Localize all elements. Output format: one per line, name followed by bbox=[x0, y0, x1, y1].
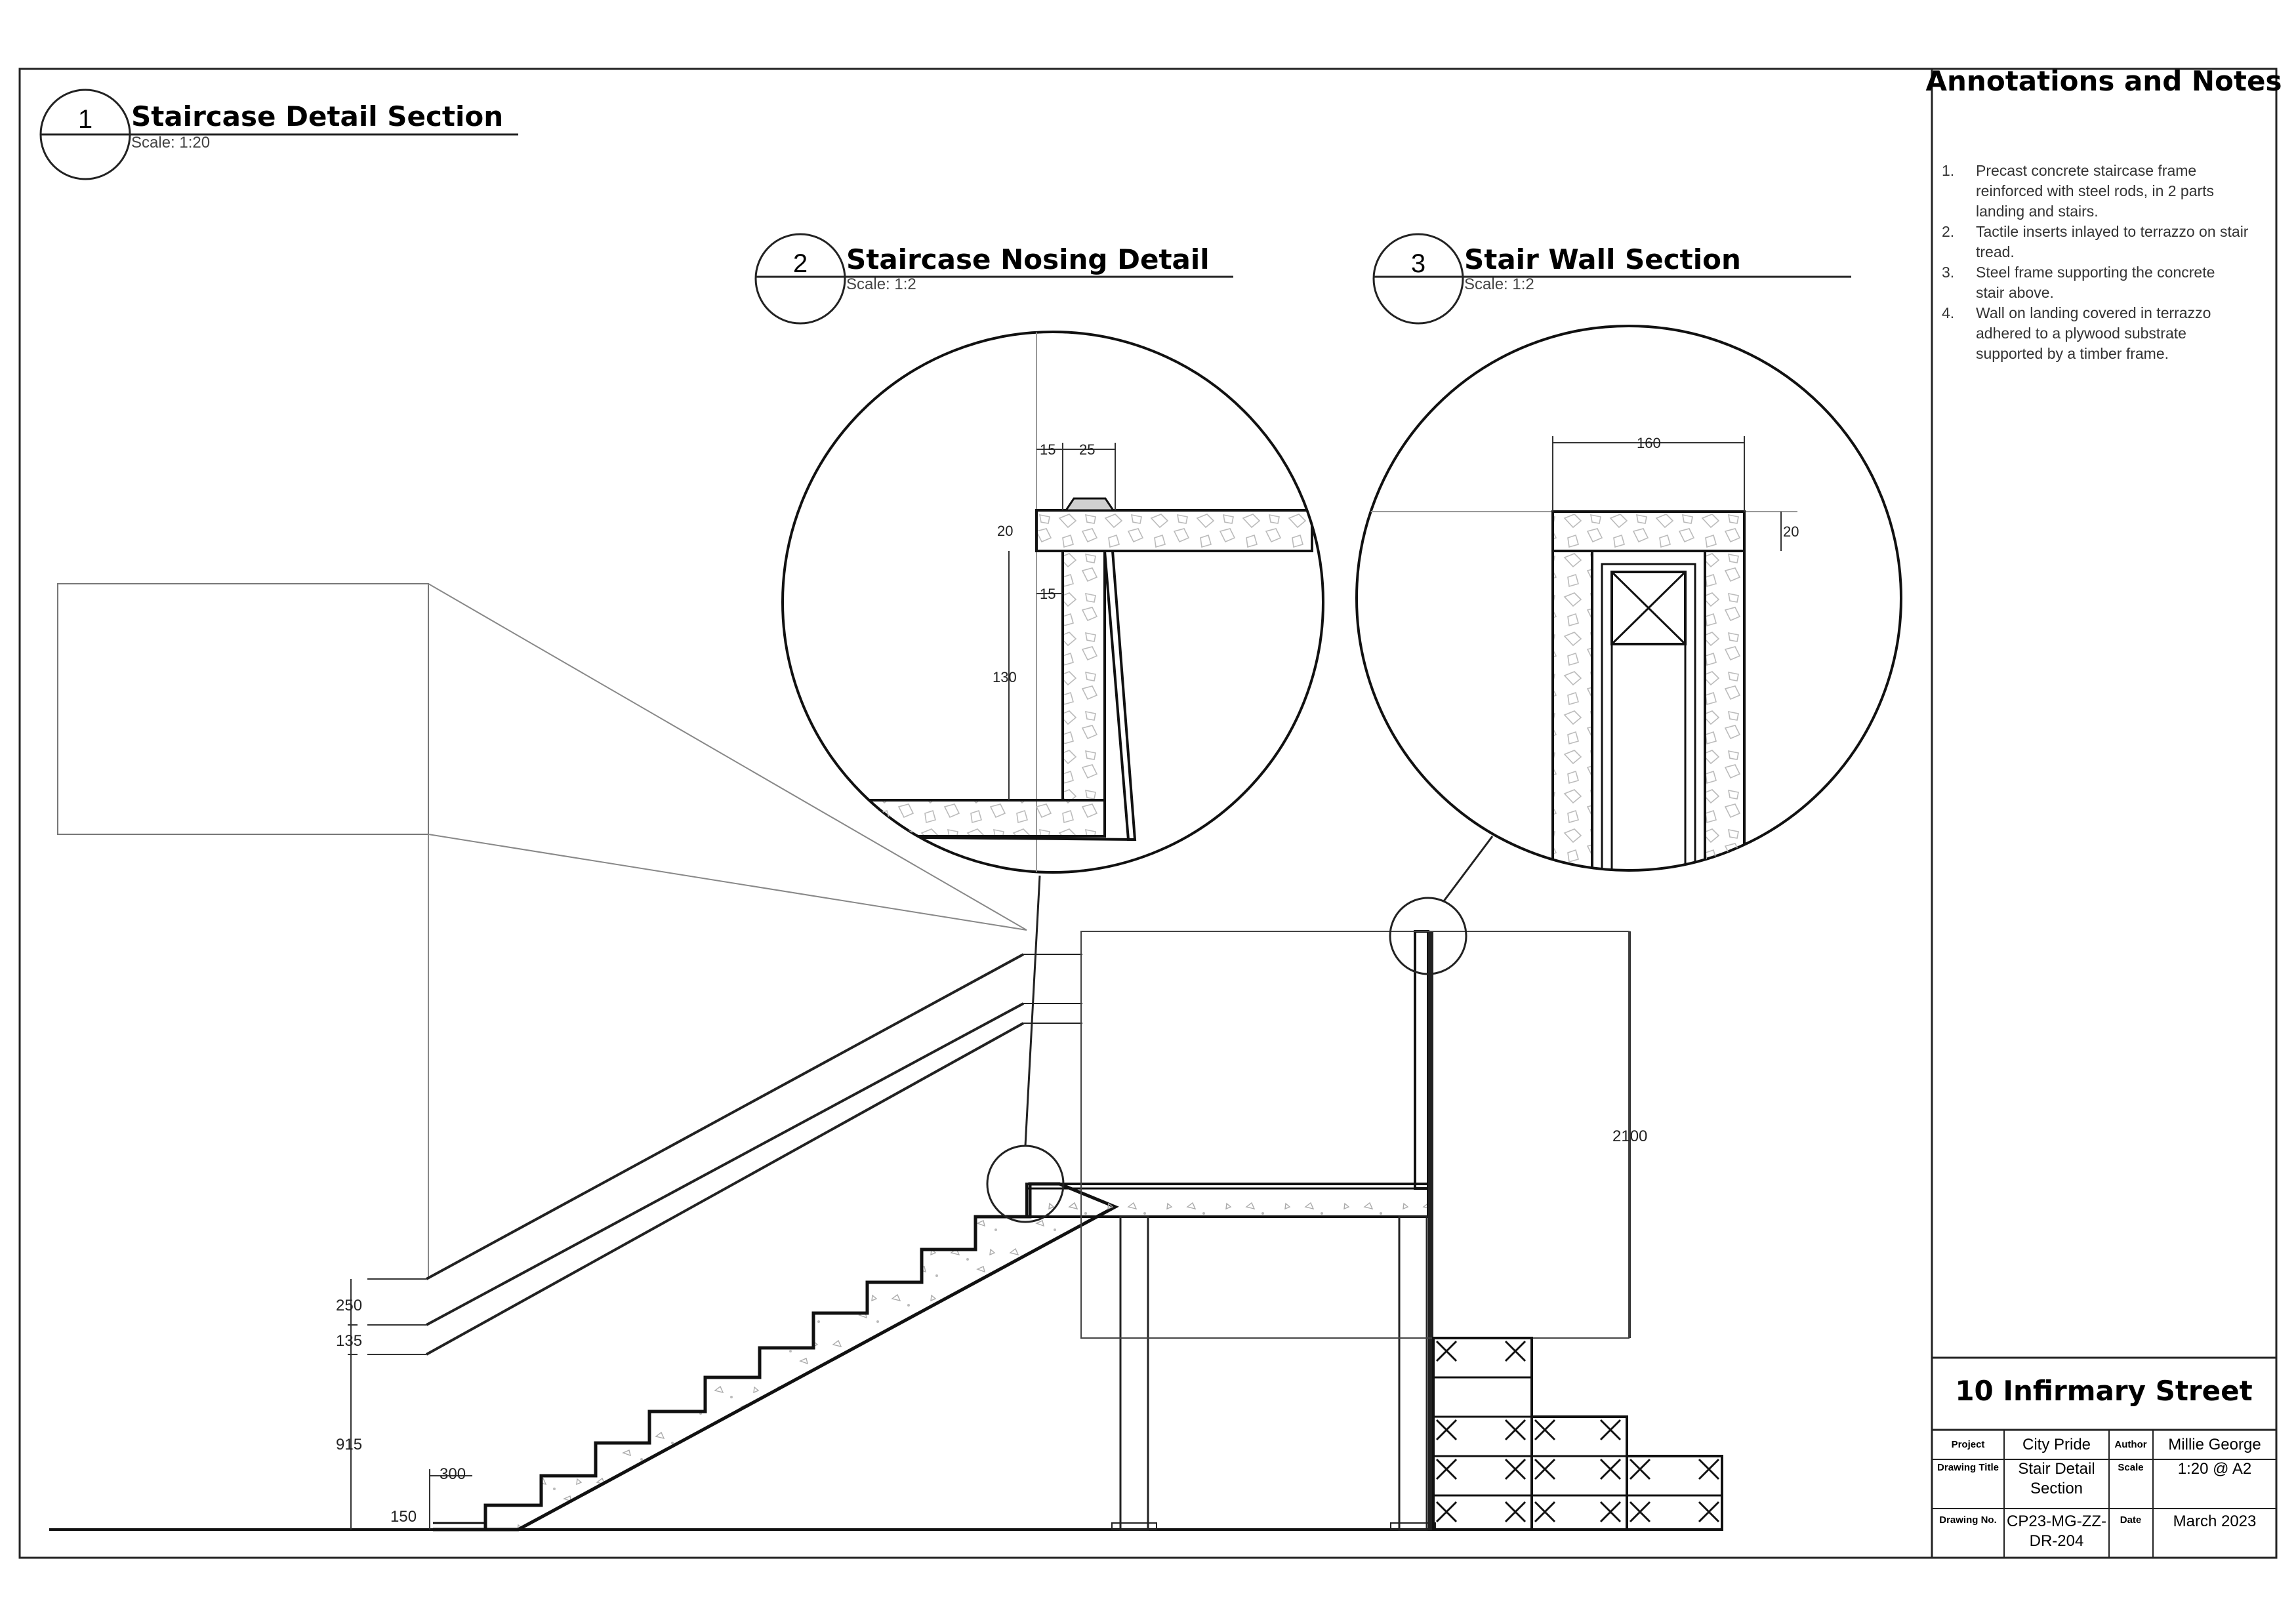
view-3-title: 3 Stair Wall Section Scale: 1:2 bbox=[1372, 233, 1851, 325]
note-number: 4. bbox=[1942, 304, 1954, 321]
view-1-title-text: Staircase Detail Section bbox=[131, 100, 503, 132]
note-line: reinforced with steel rods, in 2 parts bbox=[1976, 182, 2214, 199]
nosing-leader bbox=[1024, 875, 1041, 1147]
note-line: tread. bbox=[1976, 243, 2015, 260]
view-3-title-text: Stair Wall Section bbox=[1464, 243, 1741, 275]
dim-250: 250 bbox=[336, 1297, 362, 1314]
view-3-scale: Scale: 1:2 bbox=[1464, 275, 1534, 293]
door-opening-outline bbox=[1080, 931, 1630, 1339]
view-1-scale: Scale: 1:20 bbox=[131, 134, 210, 152]
notes-panel: Annotations and Notes 1. Precast concrete… bbox=[1926, 65, 2282, 362]
tb-date-label: Date bbox=[2120, 1514, 2142, 1526]
stair-flight bbox=[433, 1182, 1119, 1532]
tb-scale-label: Scale bbox=[2118, 1462, 2143, 1473]
dim-20-wall: 20 bbox=[1783, 523, 1799, 540]
note-line: adhered to a plywood substrate bbox=[1976, 325, 2186, 342]
project-name: 10 Infirmary Street bbox=[1955, 1375, 2252, 1407]
note-line: Precast concrete staircase frame bbox=[1976, 162, 2196, 179]
landing-wall bbox=[1080, 930, 1630, 1530]
sheet-border bbox=[18, 68, 2278, 1559]
wall-detail-circle: 160 20 bbox=[1355, 325, 1902, 872]
tb-drawing-no-2: DR-204 bbox=[2030, 1532, 2084, 1550]
title-block: 10 Infirmary Street Project City Pride A… bbox=[1931, 1375, 2278, 1559]
landing-slab bbox=[1025, 1183, 1429, 1218]
notes-list: 1. Precast concrete staircase frame reinfo… bbox=[1942, 162, 2249, 362]
tb-drawing-title-label: Drawing Title bbox=[1937, 1462, 1999, 1473]
dim-135: 135 bbox=[336, 1332, 362, 1350]
note-line: landing and stairs. bbox=[1976, 203, 2099, 220]
view-1-number: 1 bbox=[78, 105, 92, 134]
note-line: stair above. bbox=[1976, 284, 2054, 301]
note-line: Tactile inserts inlayed to terrazzo on s… bbox=[1976, 223, 2249, 240]
tb-project-value: City Pride bbox=[2022, 1436, 2091, 1453]
note-line: Steel frame supporting the concrete bbox=[1976, 264, 2215, 281]
dim-915: 915 bbox=[336, 1436, 362, 1453]
wall-leader bbox=[1442, 836, 1494, 903]
dim-20-tread: 20 bbox=[997, 523, 1013, 539]
tread-terrazzo bbox=[1035, 509, 1313, 552]
timber-frame-steps bbox=[1432, 1337, 1723, 1531]
notes-heading: Annotations and Notes bbox=[1926, 65, 2282, 97]
handrail bbox=[367, 953, 1082, 1356]
dim-300: 300 bbox=[440, 1465, 466, 1483]
view-2-title: 2 Staircase Nosing Detail Scale: 1:2 bbox=[754, 233, 1233, 325]
view-2-scale: Scale: 1:2 bbox=[846, 275, 916, 293]
dim-160: 160 bbox=[1637, 435, 1661, 451]
view-2-number: 2 bbox=[793, 249, 808, 278]
riser-terrazzo bbox=[1061, 550, 1106, 802]
view-3-number: 3 bbox=[1411, 249, 1425, 278]
wall-callout-circle bbox=[1389, 897, 1467, 975]
dim-15-top: 15 bbox=[1040, 441, 1056, 458]
dim-15-riser: 15 bbox=[1040, 586, 1056, 602]
view-2-marker bbox=[754, 233, 846, 325]
dim-2100: 2100 bbox=[1612, 1127, 1647, 1145]
timber-stud-section bbox=[1610, 571, 1687, 645]
note-number: 3. bbox=[1942, 264, 1954, 281]
tactile-insert bbox=[1064, 497, 1115, 512]
tb-author-value: Millie George bbox=[2168, 1436, 2261, 1453]
note-line: Wall on landing covered in terrazzo bbox=[1976, 304, 2211, 321]
note-line: supported by a timber frame. bbox=[1976, 345, 2169, 362]
dim-150: 150 bbox=[390, 1508, 417, 1526]
tb-drawing-title-1: Stair Detail bbox=[2018, 1460, 2095, 1478]
dim-25: 25 bbox=[1079, 441, 1095, 458]
view-2-title-text: Staircase Nosing Detail bbox=[846, 243, 1210, 275]
steel-columns bbox=[1111, 1215, 1436, 1531]
tb-drawing-no-1: CP23-MG-ZZ- bbox=[2007, 1512, 2106, 1530]
view-3-marker bbox=[1372, 233, 1464, 325]
note-number: 2. bbox=[1942, 223, 1954, 240]
dim-130: 130 bbox=[993, 669, 1017, 685]
tb-date-value: March 2023 bbox=[2173, 1512, 2257, 1530]
nosing-detail-circle: 15 25 20 15 130 bbox=[781, 331, 1324, 874]
tb-project-label: Project bbox=[1952, 1439, 1985, 1450]
tb-author-label: Author bbox=[2114, 1439, 2146, 1450]
upper-wall-outline bbox=[57, 583, 429, 835]
note-number: 1. bbox=[1942, 162, 1954, 179]
tb-drawing-title-2: Section bbox=[2030, 1480, 2083, 1497]
tb-scale-value: 1:20 @ A2 bbox=[2178, 1460, 2251, 1478]
tb-drawing-no-label: Drawing No. bbox=[1939, 1514, 1997, 1526]
view-1-title: 1 Staircase Detail Section Scale: 1:20 bbox=[39, 89, 518, 180]
view-1-dimensions: 250 135 915 300 150 2100 bbox=[336, 931, 1647, 1530]
